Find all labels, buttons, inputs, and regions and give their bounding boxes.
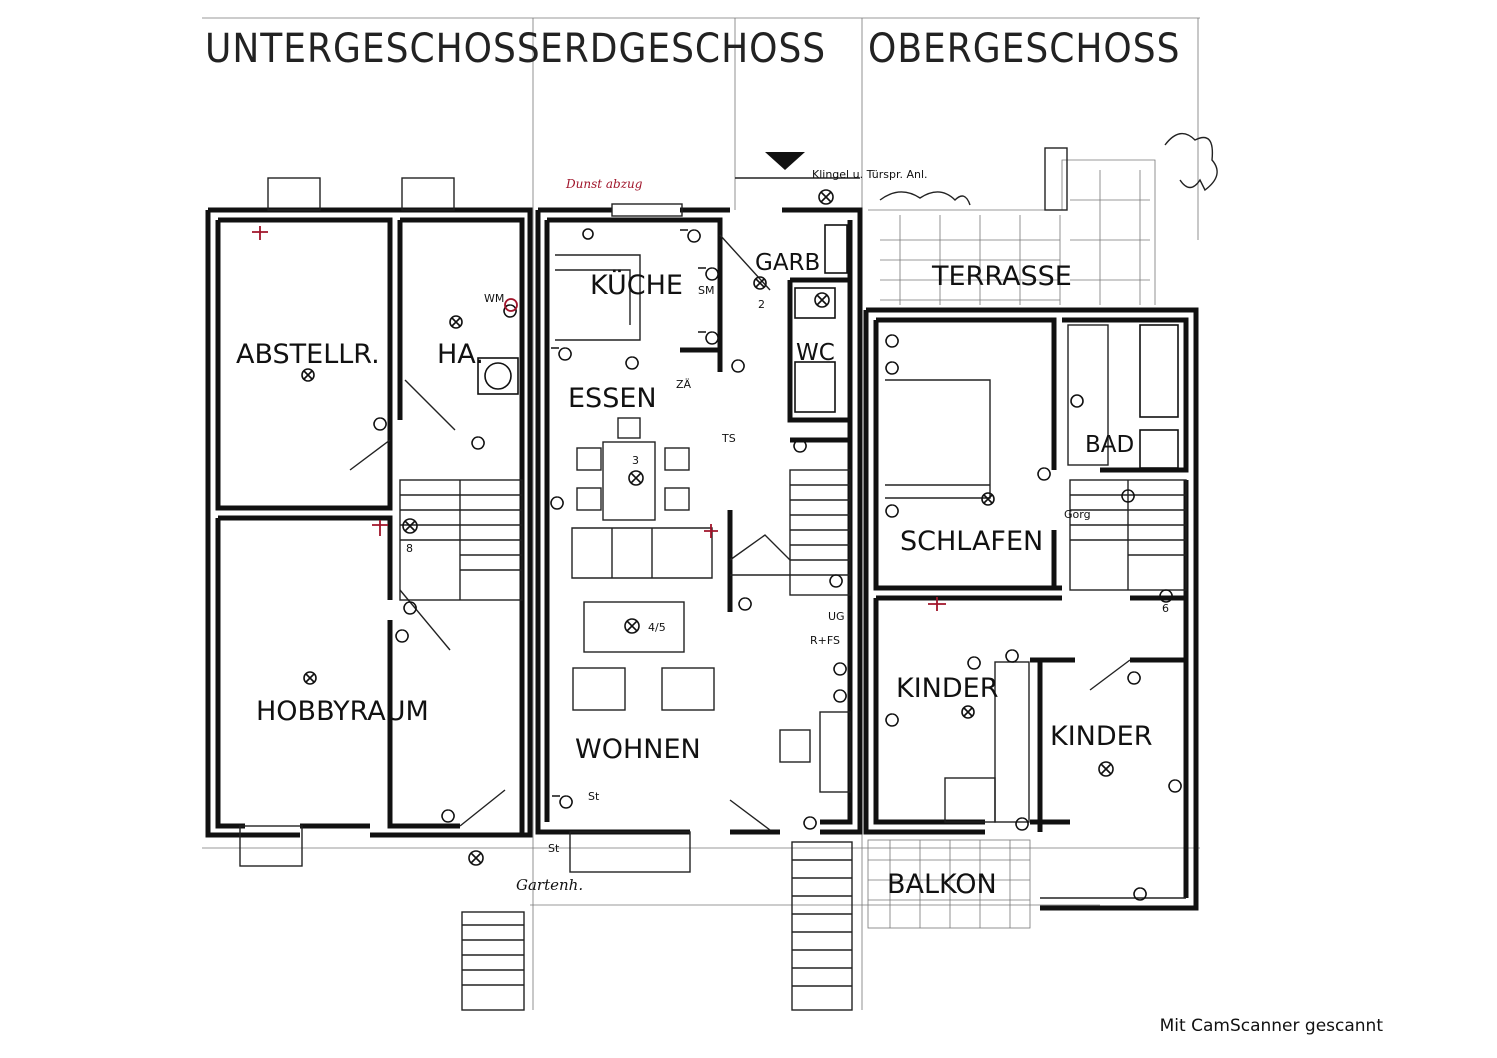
- room-label-balkon: BALKON: [887, 869, 997, 900]
- room-label-abstellr: ABSTELLR.: [236, 339, 380, 370]
- plan-untergeschoss: [205, 177, 533, 1011]
- note-6: 6: [1162, 602, 1169, 615]
- room-label-wc: WC: [796, 340, 835, 366]
- note-za: ZÄ: [676, 378, 692, 391]
- note-klingel: Klingel u. Türspr. Anl.: [812, 168, 928, 181]
- note-sm: SM: [698, 284, 714, 297]
- note-3: 3: [632, 454, 639, 467]
- note-gartenh: Gartenh.: [516, 876, 583, 894]
- note-ug: UG: [828, 610, 845, 623]
- room-label-kinder-1: KINDER: [896, 673, 998, 704]
- note-4-5: 4/5: [648, 621, 666, 634]
- guide-lines: [202, 17, 1200, 1010]
- scanner-watermark: Mit CamScanner gescannt: [1159, 1016, 1383, 1036]
- floor-title-erdgeschoss: ERDGESCHOSS: [540, 26, 826, 72]
- room-label-schlafen: SCHLAFEN: [900, 526, 1043, 557]
- room-label-hobbyraum: HOBBYRAUM: [256, 696, 429, 727]
- annotations: Klingel u. Türspr. Anl. SM ZÄ TS UG R+FS…: [406, 168, 1169, 894]
- note-8: 8: [406, 542, 413, 555]
- note-st-1: St: [588, 790, 600, 803]
- room-label-garb: GARB: [755, 250, 820, 276]
- plan-erdgeschoss: [535, 152, 863, 1011]
- note-wm: WM: [484, 292, 504, 305]
- room-label-essen: ESSEN: [568, 383, 657, 414]
- note-rfs: R+FS: [810, 634, 840, 647]
- note-st-2: St: [548, 842, 560, 855]
- note-2: 2: [758, 298, 765, 311]
- note-dunst: Dunst abzug: [565, 177, 643, 191]
- note-ts: TS: [721, 432, 736, 445]
- room-labels: ABSTELLR. HA. HOBBYRAUM KÜCHE ESSEN WOHN…: [236, 250, 1152, 900]
- plan-obergeschoss: [863, 132, 1218, 929]
- room-label-terrasse: TERRASSE: [931, 261, 1072, 292]
- floor-title-untergeschoss: UNTERGESCHOSS: [205, 26, 541, 72]
- room-label-wohnen: WOHNEN: [575, 734, 701, 765]
- room-label-kinder-2: KINDER: [1050, 721, 1152, 752]
- room-label-ha: HA.: [437, 339, 484, 370]
- room-label-bad: BAD: [1085, 432, 1134, 458]
- room-label-kueche: KÜCHE: [590, 269, 683, 301]
- ceiling-light-symbols: [252, 189, 1182, 901]
- floor-title-obergeschoss: OBERGESCHOSS: [868, 26, 1180, 72]
- note-gorg: Gorg: [1064, 508, 1091, 521]
